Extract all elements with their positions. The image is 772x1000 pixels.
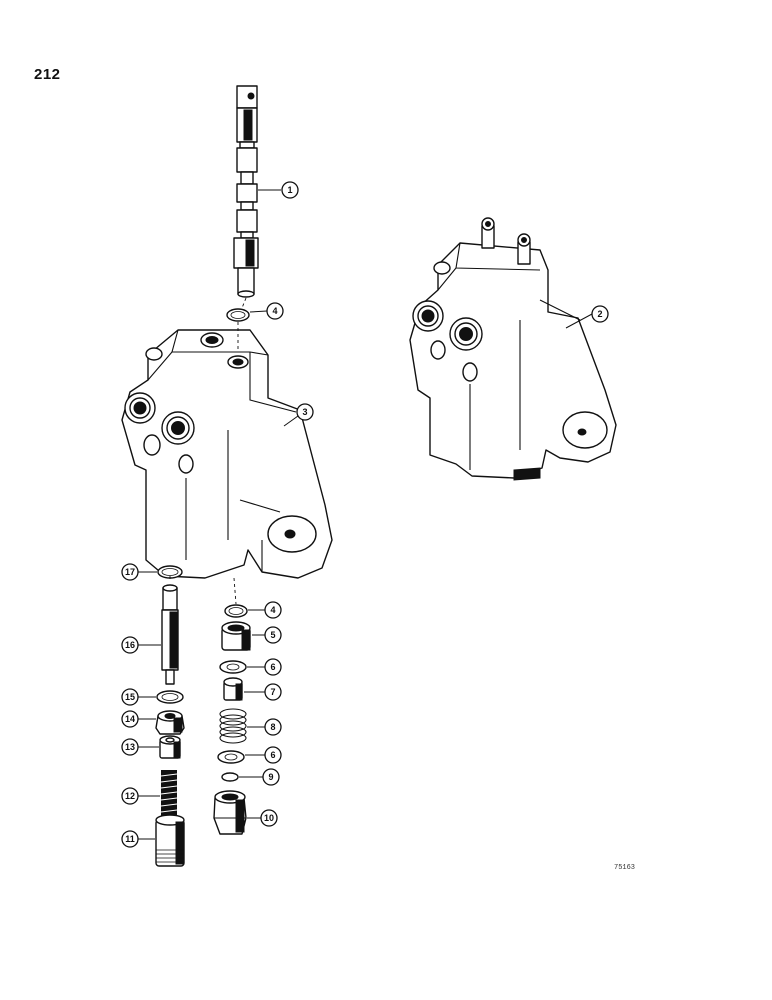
callout-11: 11	[121, 830, 155, 848]
page-number: 212	[34, 66, 61, 83]
svg-text:12: 12	[125, 791, 135, 801]
valve-assembly-part-1	[409, 217, 617, 481]
svg-text:6: 6	[270, 662, 275, 672]
spring-12	[160, 770, 178, 822]
svg-text:10: 10	[264, 813, 274, 823]
spool-part	[233, 85, 259, 298]
relief-stack-parts	[213, 308, 251, 835]
callout-17: 17	[121, 563, 157, 581]
callout-13: 13	[121, 738, 159, 756]
callout-7: 7	[244, 683, 282, 701]
callout-16: 16	[121, 636, 161, 654]
callout-5: 5	[252, 626, 282, 644]
callout-10: 10	[247, 809, 278, 827]
svg-text:17: 17	[125, 567, 135, 577]
callout-15: 15	[121, 688, 156, 706]
callout-1: 2	[565, 305, 609, 329]
svg-text:9: 9	[268, 772, 273, 782]
callout-4-upper: 4	[249, 302, 284, 320]
svg-text:2: 2	[597, 309, 602, 319]
svg-text:15: 15	[125, 692, 135, 702]
plunger-stack-parts	[155, 565, 185, 867]
svg-text:8: 8	[270, 722, 275, 732]
svg-text:4: 4	[270, 605, 275, 615]
callout-8: 8	[247, 718, 282, 736]
callout-3: 1	[258, 181, 299, 199]
svg-text:6: 6	[270, 750, 275, 760]
callout-6-upper: 6	[247, 658, 282, 676]
svg-text:14: 14	[125, 714, 135, 724]
callout-2: 3	[283, 403, 314, 427]
figure-code: 75163	[614, 864, 636, 872]
svg-text:3: 3	[302, 407, 307, 417]
callout-9: 9	[239, 768, 280, 786]
valve-body-part-2	[121, 329, 333, 579]
svg-text:1: 1	[287, 185, 292, 195]
callout-14: 14	[121, 710, 156, 728]
spring-8	[219, 708, 247, 744]
svg-text:13: 13	[125, 742, 135, 752]
callout-12: 12	[121, 787, 160, 805]
svg-text:16: 16	[125, 640, 135, 650]
callout-6-lower: 6	[245, 746, 282, 764]
svg-text:5: 5	[270, 630, 275, 640]
svg-text:4: 4	[272, 306, 277, 316]
svg-text:7: 7	[270, 687, 275, 697]
callout-4-lower: 4	[248, 601, 282, 619]
svg-text:11: 11	[125, 834, 135, 844]
